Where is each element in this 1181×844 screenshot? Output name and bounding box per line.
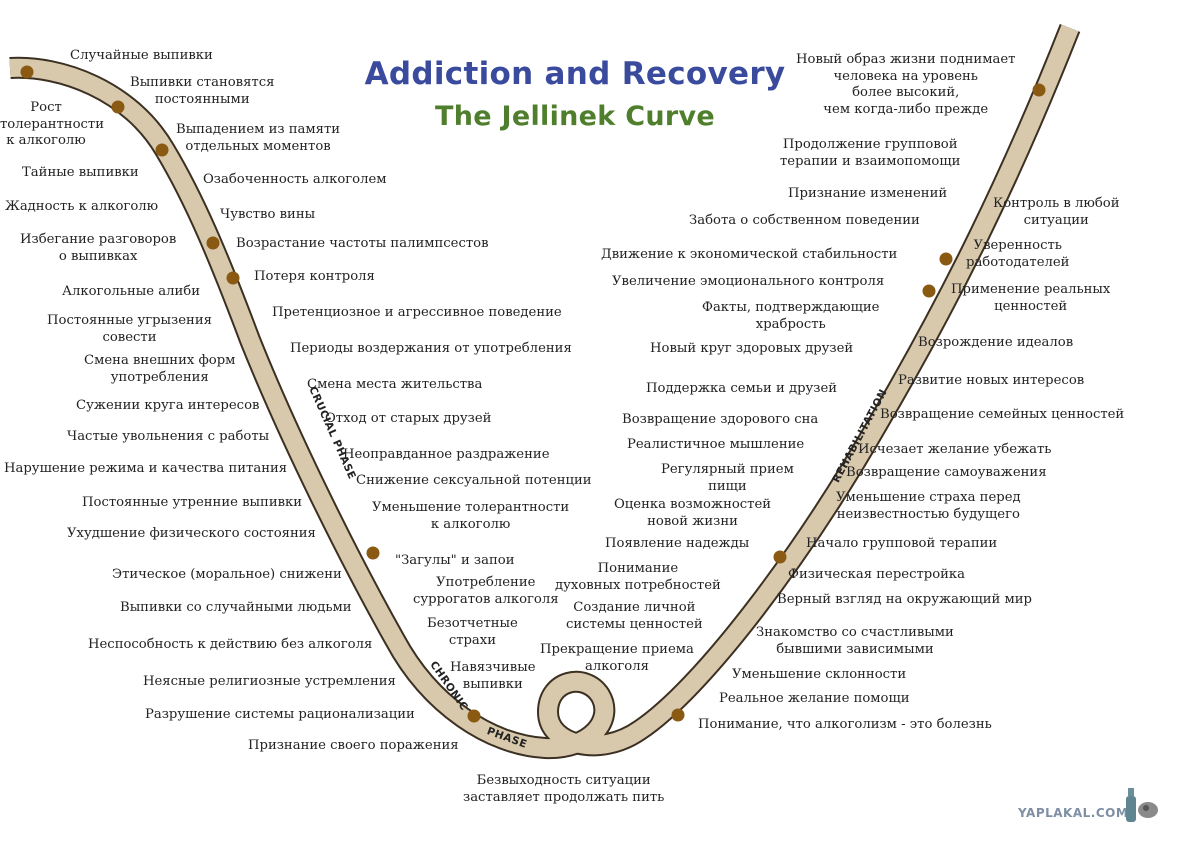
symptom-label: Употребление суррогатов алкоголя: [413, 575, 559, 607]
curve-marker-dot: [366, 546, 380, 560]
recovery-label: Признание изменений: [788, 186, 948, 201]
recovery-label: Понимание, что алкоголизм - это болезнь: [698, 717, 992, 732]
symptom-label: Смена внешних форм употребления: [84, 353, 236, 385]
recovery-label: Реальное желание помощи: [719, 691, 910, 706]
symptom-label: Частые увольнения с работы: [67, 429, 270, 444]
recovery-label: Уменьшение страха перед неизвестностью б…: [836, 490, 1021, 522]
symptom-label: Смена места жительства: [307, 377, 483, 392]
symptom-label: Жадность к алкоголю: [5, 199, 159, 214]
curve-marker-dot: [939, 252, 953, 266]
symptom-label: Этическое (моральное) снижени: [112, 567, 342, 582]
watermark-bottle-icon: [1126, 788, 1158, 822]
curve-marker-dot: [226, 271, 240, 285]
symptom-label: Возрастание частоты палимпсестов: [236, 236, 489, 251]
recovery-label: Верный взгляд на окружающий мир: [777, 592, 1032, 607]
symptom-label: Безвыходность ситуации заставляет продол…: [463, 773, 665, 805]
recovery-label: Поддержка семьи и друзей: [646, 381, 838, 396]
recovery-label: Начало групповой терапии: [806, 536, 998, 551]
curve-marker-dot: [467, 709, 481, 723]
curve-marker-dot: [111, 100, 125, 114]
recovery-label: Возрождение идеалов: [918, 335, 1074, 350]
symptom-label: Тайные выпивки: [22, 165, 139, 180]
curve-marker-dot: [1032, 83, 1046, 97]
symptom-label: Выпивки со случайными людьми: [120, 600, 352, 615]
recovery-label: Понимание духовных потребностей: [555, 561, 721, 593]
symptom-label: Потеря контроля: [254, 269, 375, 284]
recovery-label: Забота о собственном поведении: [689, 213, 920, 228]
recovery-label: Исчезает желание убежать: [858, 442, 1052, 457]
recovery-label: Знакомство со счастливыми бывшими зависи…: [756, 625, 954, 657]
recovery-label: Новый образ жизни поднимает человека на …: [796, 52, 1016, 117]
symptom-label: Рост толерантности к алкоголю: [0, 100, 105, 148]
symptom-label: Снижение сексуальной потенции: [356, 473, 592, 488]
recovery-label: Создание личной системы ценностей: [566, 600, 703, 632]
symptom-label: Алкогольные алиби: [62, 284, 200, 299]
symptom-label: Признание своего поражения: [248, 738, 459, 753]
symptom-label: Выпивки становятся постоянными: [130, 75, 275, 107]
symptom-label: Чувство вины: [220, 207, 316, 222]
symptom-label: Случайные выпивки: [70, 48, 213, 63]
recovery-label: Новый круг здоровых друзей: [650, 341, 854, 356]
curve-marker-dot: [20, 65, 34, 79]
recovery-label: Увеличение эмоционального контроля: [612, 274, 885, 289]
recovery-label: Реалистичное мышление: [627, 437, 805, 452]
recovery-label: Регулярный прием пищи: [661, 462, 794, 494]
symptom-label: Постоянные утренние выпивки: [82, 495, 303, 510]
recovery-label: Возвращение самоуважения: [846, 465, 1047, 480]
recovery-label: Применение реальных ценностей: [951, 282, 1111, 314]
symptom-label: Периоды воздержания от употребления: [290, 341, 572, 356]
symptom-label: Постоянные угрызения совести: [47, 313, 212, 345]
recovery-label: Развитие новых интересов: [898, 373, 1085, 388]
symptom-label: Нарушение режима и качества питания: [4, 461, 288, 476]
symptom-label: Безотчетные страхи: [427, 616, 518, 648]
recovery-label: Движение к экономической стабильности: [601, 247, 898, 262]
curve-marker-dot: [773, 550, 787, 564]
recovery-label: Появление надежды: [605, 536, 750, 551]
symptom-label: Претенциозное и агрессивное поведение: [272, 305, 562, 320]
symptom-label: Избегание разговоров о выпивках: [20, 232, 177, 264]
curve-marker-dot: [922, 284, 936, 298]
symptom-label: Ухудшение физического состояния: [67, 526, 316, 541]
curve-marker-dot: [671, 708, 685, 722]
symptom-label: Озабоченность алкоголем: [203, 172, 387, 187]
recovery-label: Прекращение приема алкоголя: [540, 642, 694, 674]
recovery-label: Уменьшение склонности: [732, 667, 907, 682]
symptom-label: Неспособность к действию без алкоголя: [88, 637, 373, 652]
curve-marker-dot: [155, 143, 169, 157]
symptom-label: Неясные религиозные устремления: [143, 674, 396, 689]
recovery-label: Возвращение здорового сна: [622, 412, 819, 427]
watermark: YAPLAKAL.COM: [1018, 806, 1129, 820]
recovery-label: Факты, подтверждающие храбрость: [702, 300, 880, 332]
symptom-label: Навязчивые выпивки: [450, 660, 536, 692]
symptom-label: Уменьшение толерантности к алкоголю: [372, 500, 570, 532]
recovery-label: Физическая перестройка: [788, 567, 966, 582]
recovery-label: Оценка возможностей новой жизни: [614, 497, 772, 529]
curve-marker-dot: [206, 236, 220, 250]
symptom-label: "Загулы" и запои: [395, 553, 515, 568]
recovery-label: Контроль в любой ситуации: [993, 196, 1120, 228]
symptom-label: Неоправданное раздражение: [343, 447, 550, 462]
diagram-subtitle: The Jellinek Curve: [434, 101, 716, 132]
symptom-label: Сужении круга интересов: [76, 398, 260, 413]
curve-dots: [20, 65, 1046, 723]
recovery-label: Уверенность работодателей: [966, 238, 1070, 270]
symptom-label: Разрушение системы рационализации: [145, 707, 415, 722]
diagram-title: Addiction and Recovery: [364, 56, 786, 92]
recovery-label: Возвращение семейных ценностей: [880, 407, 1125, 422]
symptom-label: Выпадением из памяти отдельных моментов: [176, 122, 341, 154]
recovery-label: Продолжение групповой терапии и взаимопо…: [780, 137, 961, 169]
symptom-label: Отход от старых друзей: [325, 411, 492, 426]
